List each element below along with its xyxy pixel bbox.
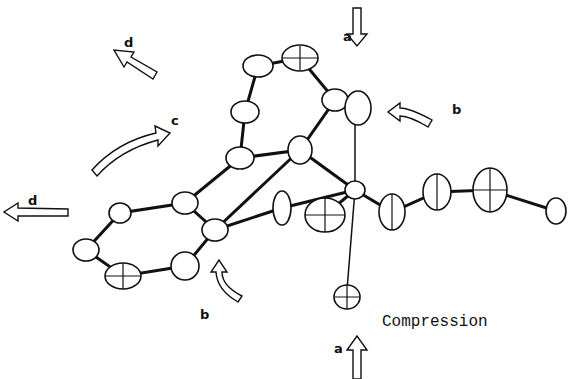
axis-letter: d	[28, 194, 37, 207]
ellipsoid-axes	[105, 46, 507, 309]
thermal-ellipsoids	[73, 45, 566, 309]
caption-label: Compression	[382, 314, 488, 330]
metal-axis	[347, 110, 355, 290]
bonds	[86, 58, 556, 276]
axis-letter: a	[343, 30, 352, 43]
force-arrows	[4, 8, 432, 379]
axis-letter: b	[200, 308, 209, 321]
axis-letter: b	[452, 103, 461, 116]
axis-letter: d	[124, 36, 133, 49]
axis-letter: a	[334, 342, 343, 355]
axis-letter: c	[171, 114, 179, 127]
